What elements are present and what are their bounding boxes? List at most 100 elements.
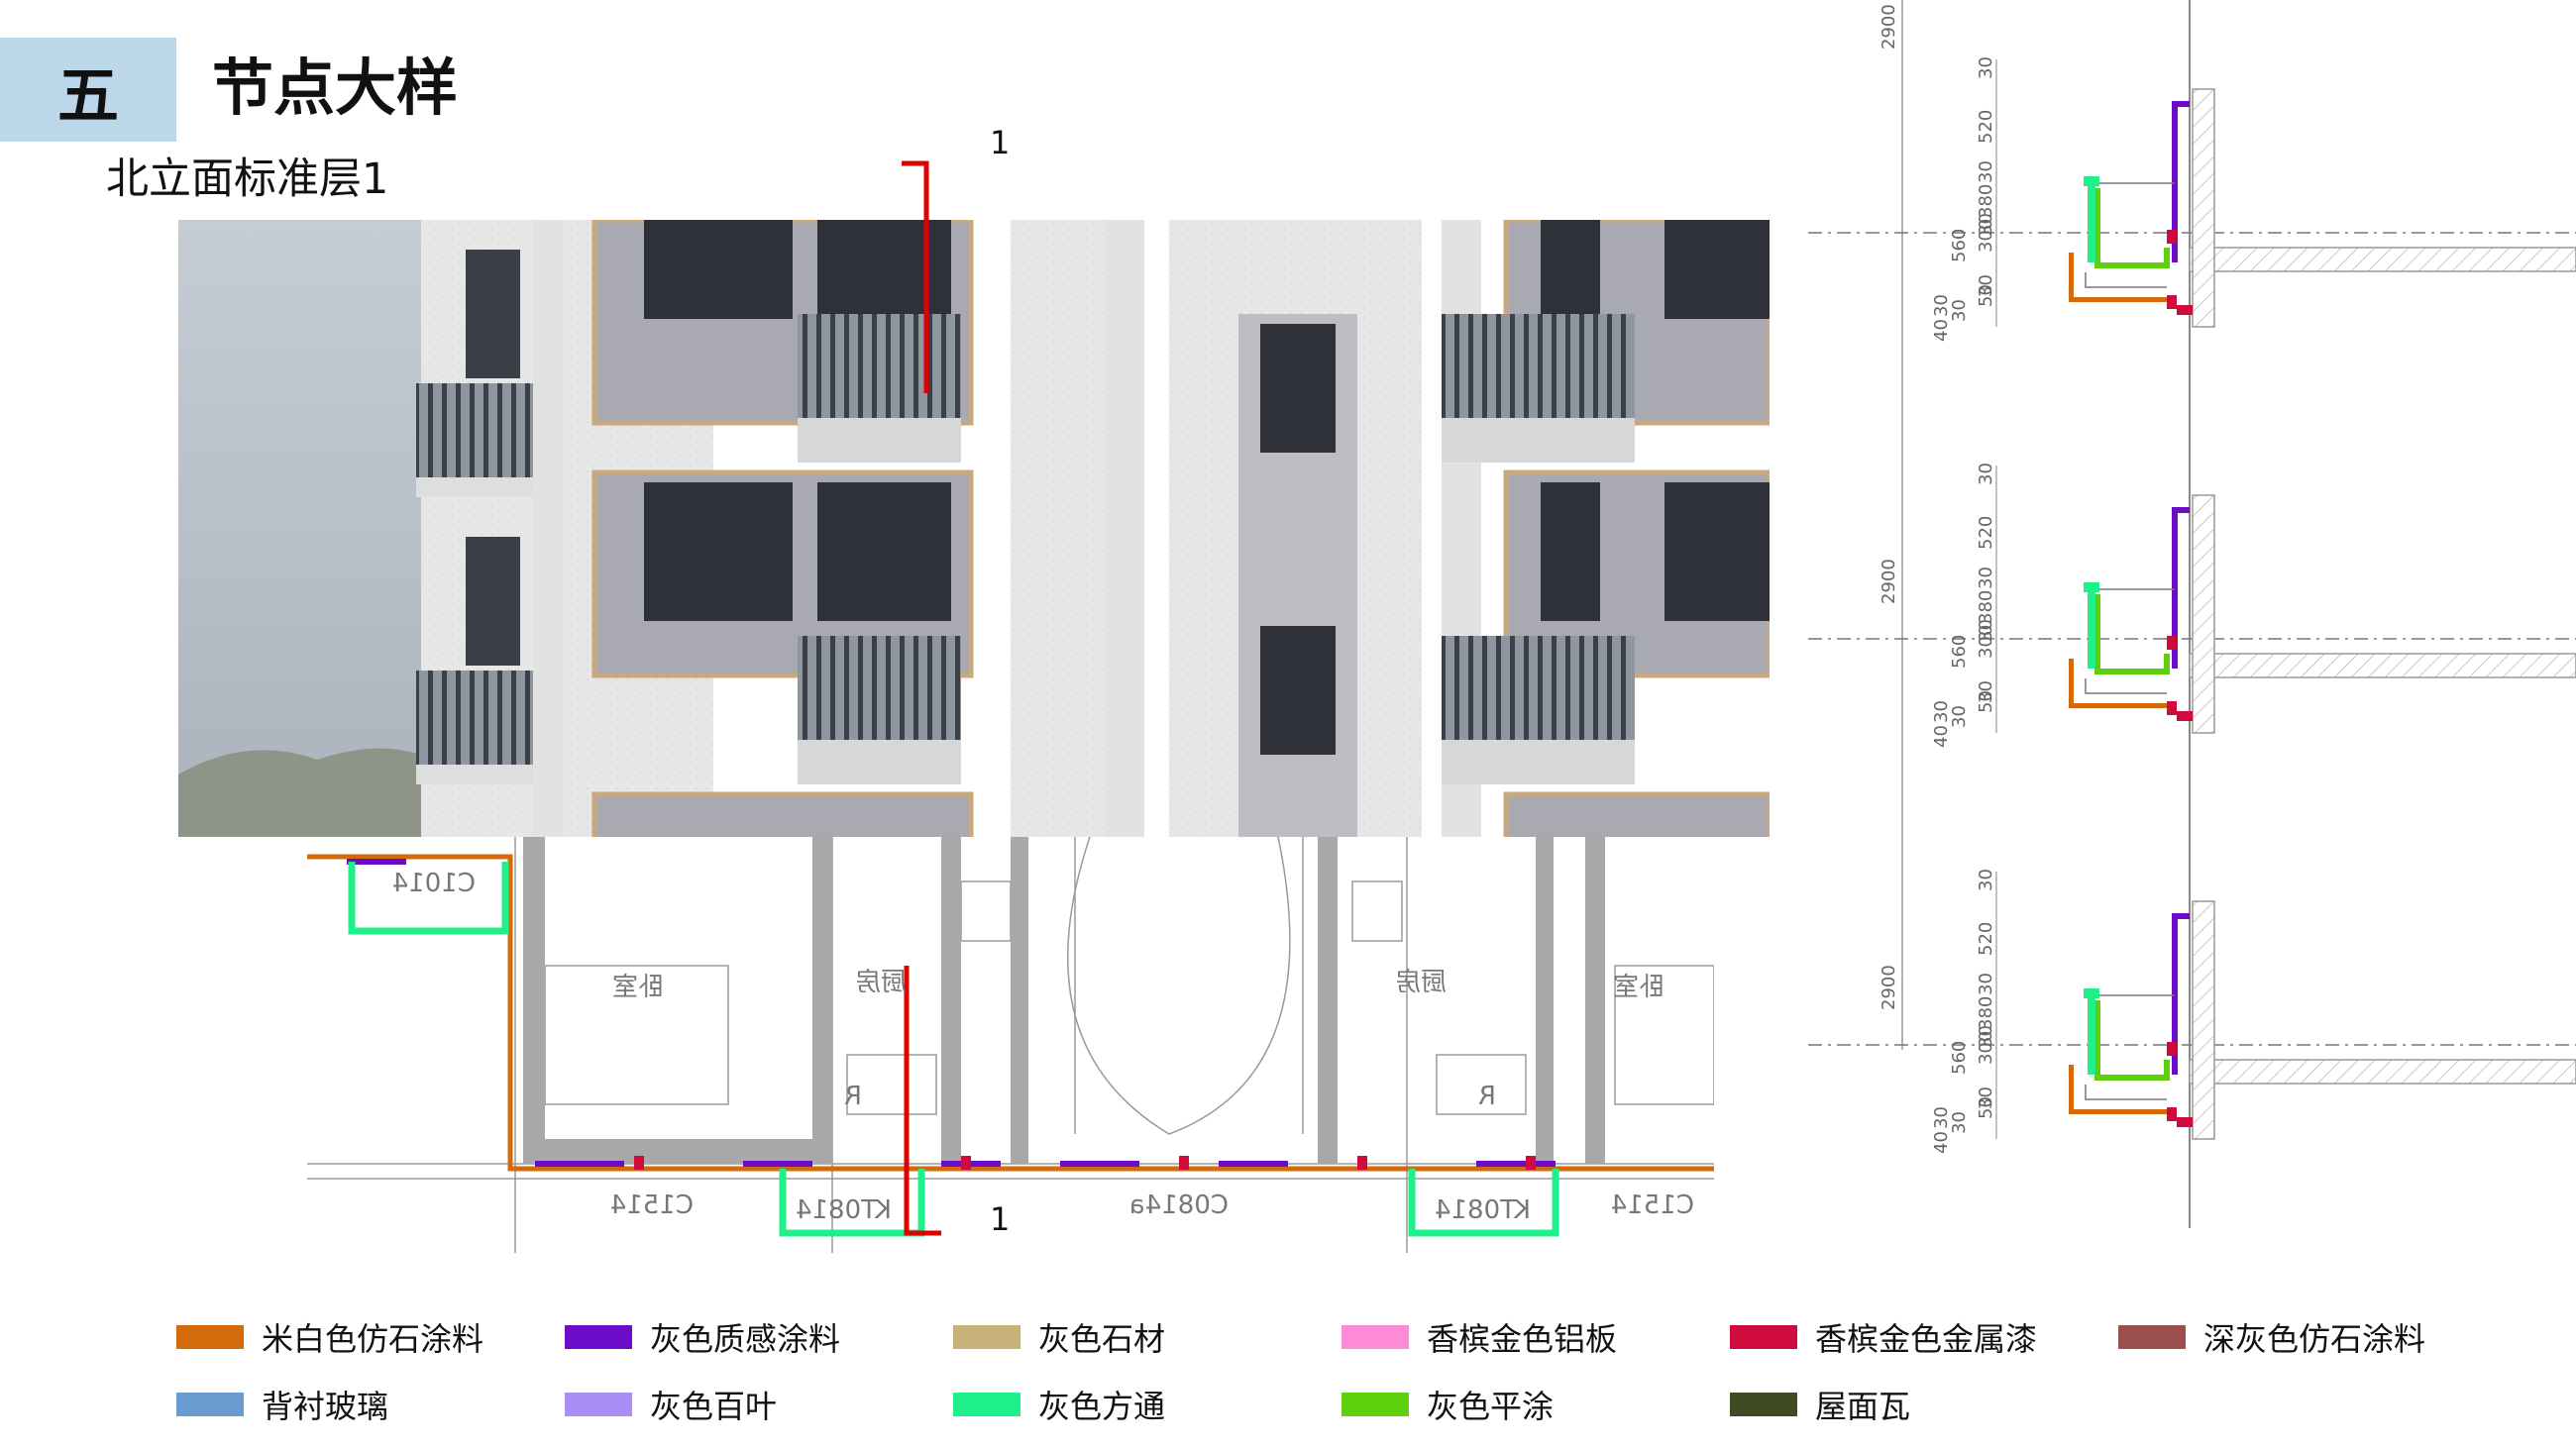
dimension-label: 40 <box>1931 1131 1952 1154</box>
legend-swatch <box>565 1325 632 1349</box>
legend-label: 米白色仿石涂料 <box>262 1320 484 1358</box>
dimension-label: 40 <box>1931 319 1952 342</box>
wall-column <box>2192 494 2215 734</box>
dimension-label: 560 <box>1949 1041 1970 1075</box>
dimension-label: 30 <box>1976 973 1996 995</box>
orange-stone-coating <box>2069 253 2175 302</box>
plan-label-bedroom-2: 卧室 <box>1613 973 1664 1002</box>
legend-item: 米白色仿石涂料 <box>176 1317 484 1358</box>
legend-item: 背衬玻璃 <box>176 1385 389 1425</box>
red-metal-mark <box>2167 295 2177 309</box>
plan-label-r-1: R <box>844 1082 862 1111</box>
dimension-label: 30 <box>1976 1087 1996 1109</box>
legend-item: 灰色方通 <box>953 1385 1166 1425</box>
red-metal-mark <box>2177 711 2193 721</box>
section-number-badge: 五 <box>0 38 176 142</box>
legend-swatch <box>1730 1325 1797 1349</box>
legend-label: 灰色百叶 <box>650 1388 778 1425</box>
green-cap <box>2084 176 2099 186</box>
legend-item: 灰色平涂 <box>1342 1385 1555 1425</box>
red-metal-mark <box>2167 230 2177 244</box>
dimension-label: 520 <box>1976 516 1996 550</box>
plan-label-kt0814-1: KT0814 <box>796 1195 892 1225</box>
dimension-label: 380 <box>1976 184 1996 218</box>
dimension-label: 30 <box>1976 567 1996 589</box>
drip-edge <box>2085 272 2167 288</box>
dimension-label: 30 <box>1976 619 1996 642</box>
drip-edge <box>2085 678 2167 694</box>
legend-label: 灰色方通 <box>1038 1388 1166 1425</box>
dimension-label: 30 <box>1976 1025 1996 1048</box>
dimension-label: 560 <box>1949 229 1970 262</box>
green-flat-paint <box>2094 594 2170 674</box>
legend-swatch <box>1342 1393 1409 1416</box>
floor-plan-svg: 卧室 厨房 厨房 卧室 C1014 C1514 C0814a C1514 KT0… <box>307 837 1714 1253</box>
dimension-label: 30 <box>1931 1106 1952 1129</box>
green-cap <box>2084 988 2099 998</box>
red-metal-mark <box>2167 1042 2177 1056</box>
dimension-label: 30 <box>1931 700 1952 723</box>
legend-swatch <box>953 1393 1020 1416</box>
wall-column <box>2192 88 2215 328</box>
red-metal-mark <box>2177 1117 2193 1127</box>
dimension-label: 50 <box>1976 690 1996 713</box>
plan-label-c1014: C1014 <box>392 869 476 898</box>
section-callout-top: 1 <box>990 124 1011 161</box>
dimension-label: 30 <box>1976 56 1996 79</box>
floor-height-label: 2900 <box>1878 4 1899 50</box>
dimension-label: 30 <box>1949 299 1970 322</box>
section-number: 五 <box>56 58 119 132</box>
legend-swatch <box>176 1325 244 1349</box>
dimension-label: 30 <box>1931 294 1952 317</box>
dimension-label: 30 <box>1976 869 1996 891</box>
red-metal-mark <box>2177 305 2193 315</box>
legend-item: 香槟金色金属漆 <box>1730 1317 2038 1358</box>
page-title: 节点大样 <box>212 52 459 124</box>
plan-label-kitchen-2: 厨房 <box>1395 968 1447 997</box>
dimension-label: 50 <box>1976 284 1996 307</box>
dimension-label: 30 <box>1976 463 1996 485</box>
dimension-label: 520 <box>1976 922 1996 956</box>
legend-item: 深灰色仿石涂料 <box>2118 1317 2426 1358</box>
plan-label-r-2: R <box>1478 1082 1496 1111</box>
legend-swatch <box>953 1325 1020 1349</box>
legend-label: 灰色质感涂料 <box>650 1320 841 1358</box>
dimension-label: 30 <box>1976 274 1996 297</box>
dimension-label: 560 <box>1949 635 1970 669</box>
legend-item: 屋面瓦 <box>1730 1385 1911 1425</box>
legend-label: 香槟金色金属漆 <box>1815 1320 2038 1358</box>
legend-swatch <box>1342 1325 1409 1349</box>
dimension-label: 30 <box>1976 213 1996 236</box>
purple-coating <box>2172 507 2190 669</box>
page-subtitle: 北立面标准层1 <box>106 155 389 204</box>
purple-coating <box>2172 101 2190 262</box>
legend-label: 灰色石材 <box>1038 1320 1166 1358</box>
dimension-label: 380 <box>1976 996 1996 1030</box>
floor-height-label: 2900 <box>1878 559 1899 604</box>
green-cap <box>2084 582 2099 592</box>
red-metal-mark <box>2167 1107 2177 1121</box>
dimension-label: 30 <box>1976 160 1996 183</box>
orange-stone-coating <box>2069 659 2175 708</box>
legend-label: 深灰色仿石涂料 <box>2203 1320 2426 1358</box>
legend-label: 背衬玻璃 <box>262 1388 389 1425</box>
legend-item: 灰色石材 <box>953 1317 1166 1358</box>
floor-plan-drawing: 卧室 厨房 厨房 卧室 C1014 C1514 C0814a C1514 KT0… <box>307 837 1714 1253</box>
green-flat-paint <box>2094 188 2170 268</box>
dimension-label: 50 <box>1976 1096 1996 1119</box>
legend-swatch <box>565 1393 632 1416</box>
plan-label-c1514-2: C1514 <box>1611 1190 1694 1220</box>
dimension-label: 300 <box>1976 219 1996 253</box>
legend-label: 屋面瓦 <box>1815 1388 1911 1425</box>
legend-item: 灰色质感涂料 <box>565 1317 841 1358</box>
legend-item: 灰色百叶 <box>565 1385 778 1425</box>
floor-slab <box>2189 653 2576 678</box>
section-mark-top <box>902 160 929 228</box>
plan-label-c0814a: C0814a <box>1129 1190 1229 1220</box>
legend-swatch <box>1730 1393 1797 1416</box>
legend-label: 灰色平涂 <box>1427 1388 1555 1425</box>
wall-section-svg: 2900305203038030300305056030304029003052… <box>1808 0 2576 1228</box>
